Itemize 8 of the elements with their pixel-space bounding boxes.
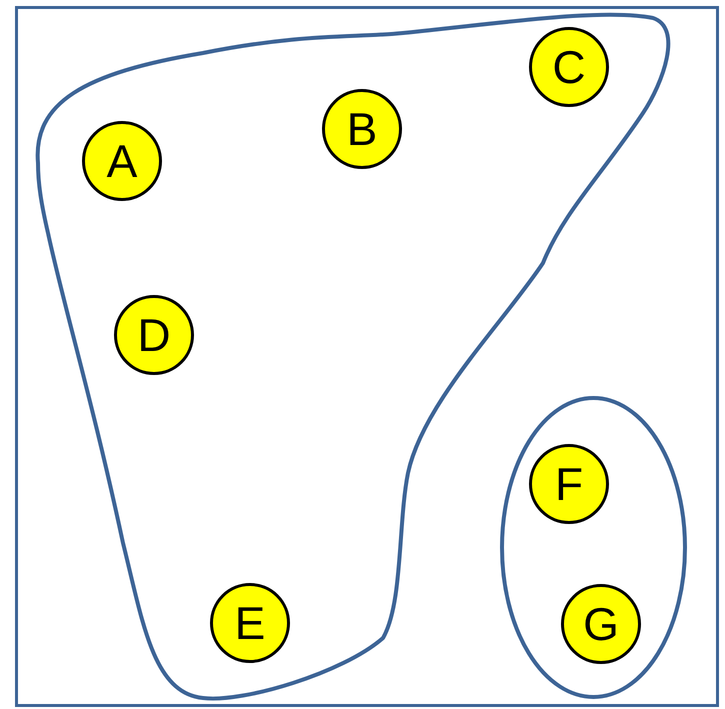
- circle-node: G: [561, 584, 641, 664]
- ellipse-outline: [500, 396, 687, 699]
- circle-node: D: [114, 295, 194, 375]
- circle-node: B: [322, 89, 402, 169]
- circle-node: E: [210, 583, 290, 663]
- circle-node: A: [82, 121, 162, 201]
- circle-node: F: [529, 444, 609, 524]
- circle-node: C: [529, 27, 609, 107]
